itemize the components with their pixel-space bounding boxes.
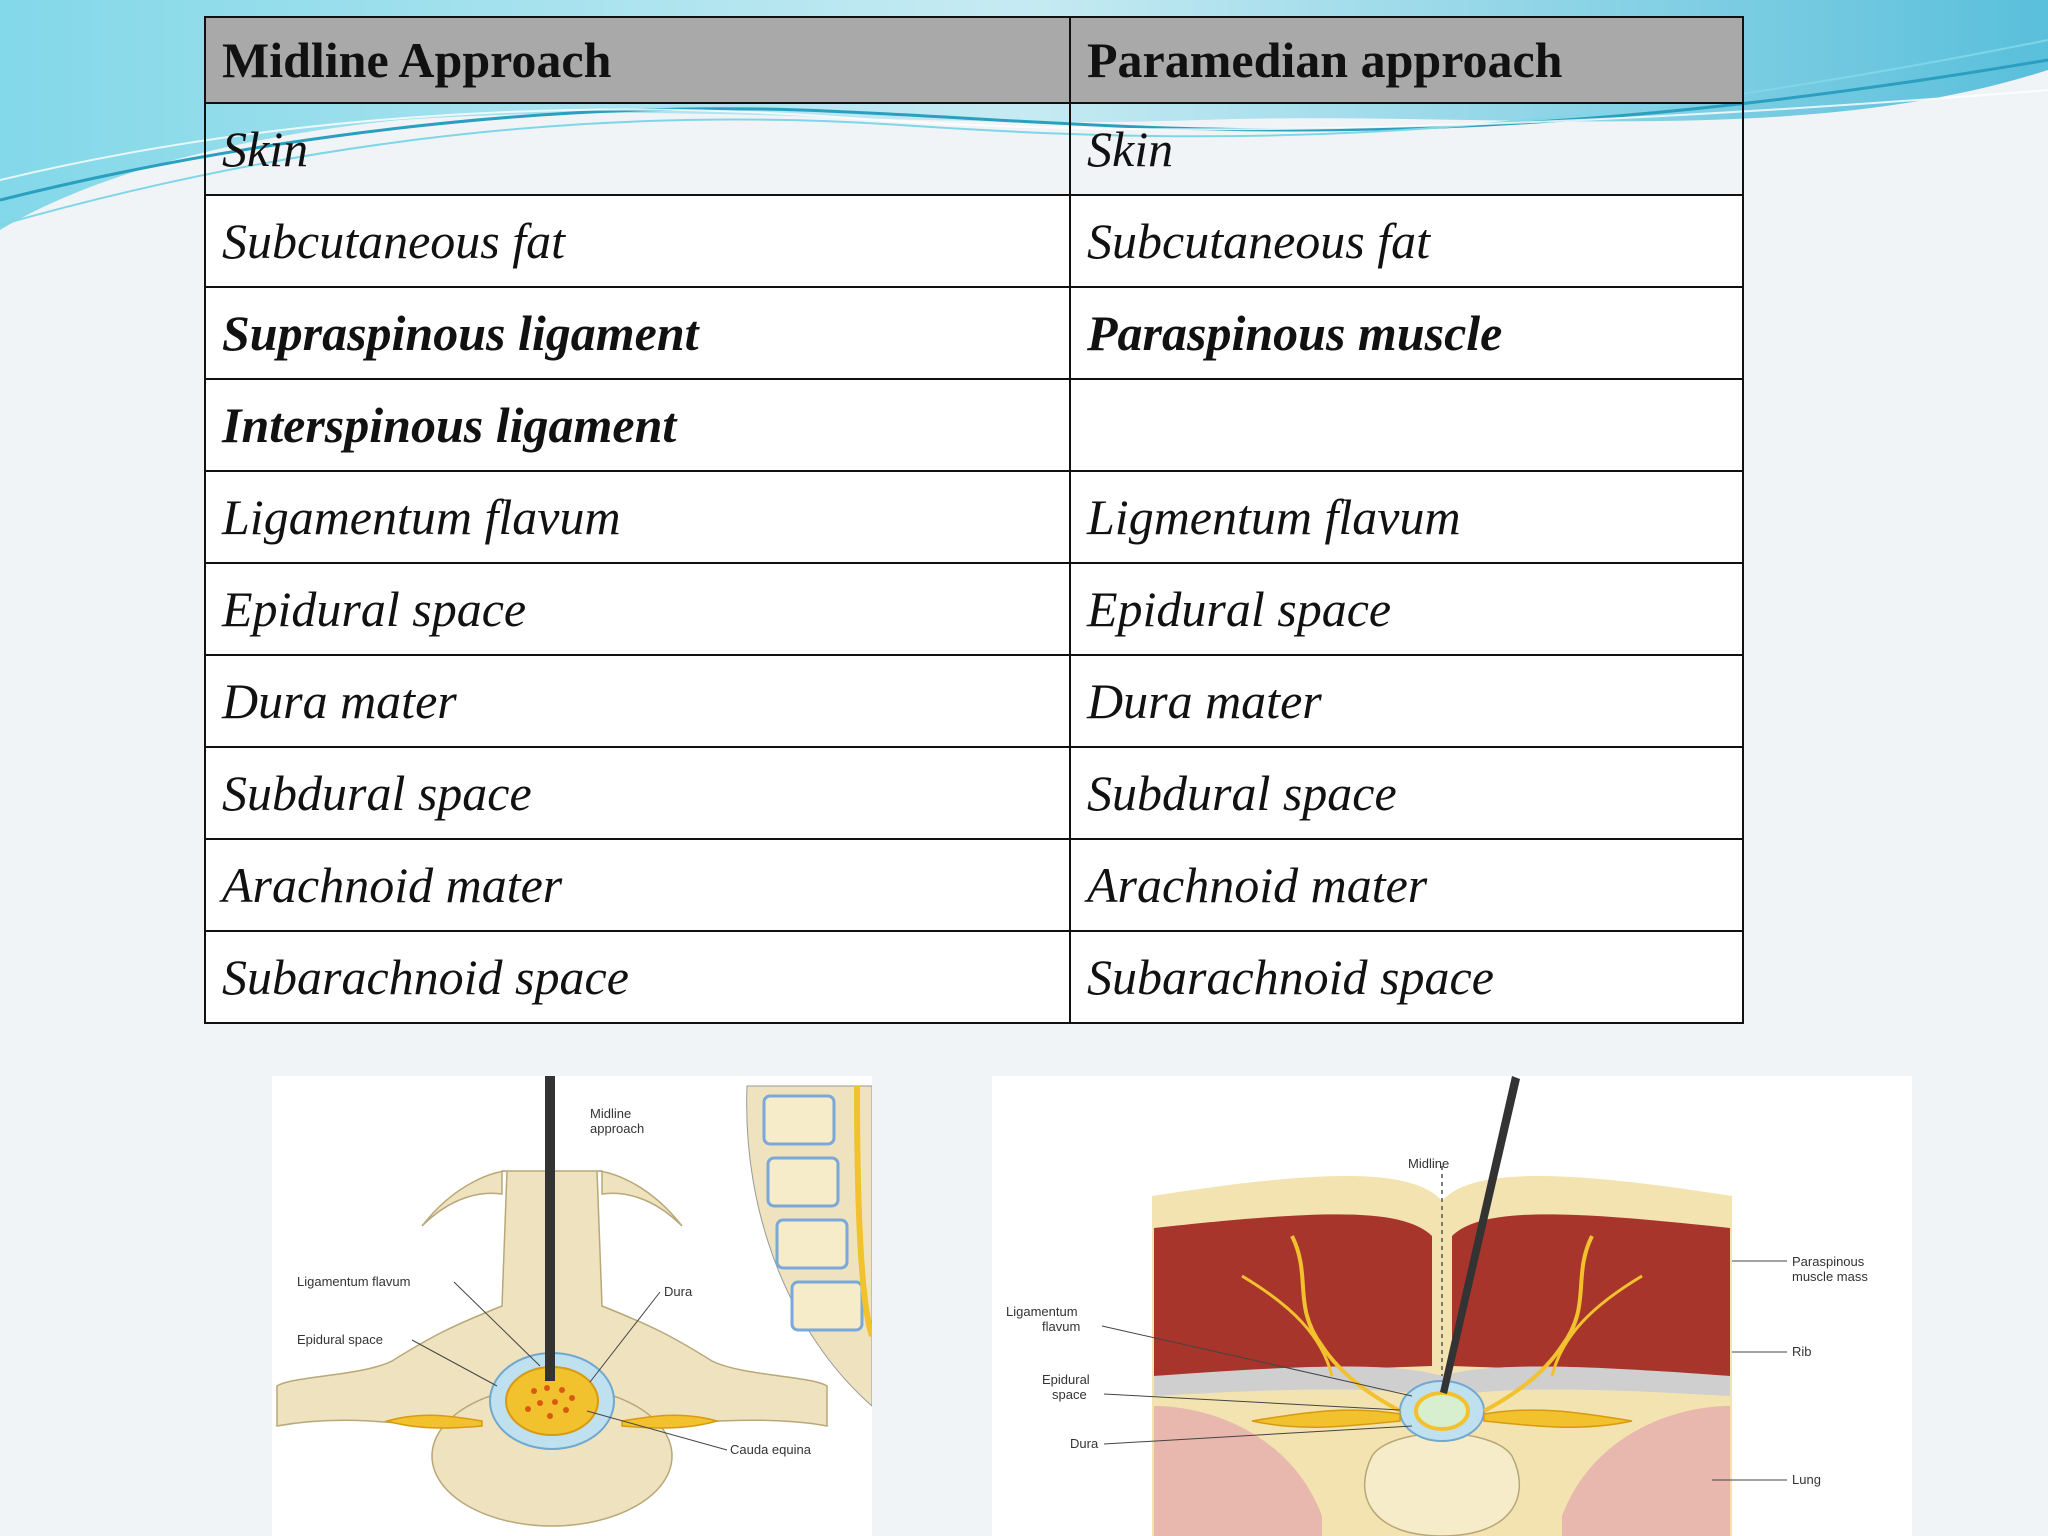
paramedian-approach-illustration: Midline Paraspinous muscle mass Rib Lung… [992,1076,1912,1536]
spinal-needle [545,1076,555,1381]
paramedian-cell: Subdural space [1069,746,1744,840]
label-epidural-space: Epidural space [297,1332,383,1347]
label-epidural-2: space [1052,1387,1087,1402]
paramedian-cell: Skin [1069,102,1744,196]
paramedian-cell: Subarachnoid space [1069,930,1744,1024]
midline-cell: Subarachnoid space [204,930,1071,1024]
label-midline: Midline [1408,1156,1449,1171]
table-row: Epidural space Epidural space [204,562,1744,656]
label-lung: Lung [1792,1472,1821,1487]
spinal-needle [1440,1076,1520,1394]
label-midline-approach-1: Midline [590,1106,631,1121]
paramedian-cell: Paraspinous muscle [1069,286,1744,380]
cross-section [1152,1166,1732,1536]
label-dura: Dura [1070,1436,1099,1451]
paramedian-cell: Arachnoid mater [1069,838,1744,932]
table-row: Skin Skin [204,102,1744,196]
table-row: Subdural space Subdural space [204,746,1744,840]
label-rib: Rib [1792,1344,1812,1359]
paramedian-cell: Subcutaneous fat [1069,194,1744,288]
paramedian-cell: Dura mater [1069,654,1744,748]
midline-cell: Ligamentum flavum [204,470,1071,564]
approach-comparison-table: Midline Approach Paramedian approach Ski… [204,16,1744,1024]
label-paraspinous-2: muscle mass [1792,1269,1868,1284]
table-row: Arachnoid mater Arachnoid mater [204,838,1744,932]
label-paraspinous-1: Paraspinous [1792,1254,1865,1269]
header-midline: Midline Approach [204,16,1071,104]
label-dura: Dura [664,1284,693,1299]
header-paramedian: Paramedian approach [1069,16,1744,104]
table-row: Subarachnoid space Subarachnoid space [204,930,1744,1024]
table-header-row: Midline Approach Paramedian approach [204,16,1744,104]
midline-cell: Supraspinous ligament [204,286,1071,380]
paramedian-cell [1069,378,1744,472]
label-ligamentum-flavum: Ligamentum flavum [297,1274,410,1289]
midline-cell: Subcutaneous fat [204,194,1071,288]
table-row: Subcutaneous fat Subcutaneous fat [204,194,1744,288]
label-cauda-equina: Cauda equina [730,1442,812,1457]
label-midline-approach-2: approach [590,1121,644,1136]
table-row: Dura mater Dura mater [204,654,1744,748]
lateral-spine-view [746,1085,872,1407]
paramedian-cell: Ligmentum flavum [1069,470,1744,564]
paramedian-cell: Epidural space [1069,562,1744,656]
midline-approach-illustration: Midline approach Ligamentum flavum Epidu… [272,1076,872,1536]
midline-cell: Interspinous ligament [204,378,1071,472]
midline-cell: Subdural space [204,746,1071,840]
midline-cell: Dura mater [204,654,1071,748]
table-row: Ligamentum flavum Ligmentum flavum [204,470,1744,564]
table-row: Interspinous ligament [204,378,1744,472]
label-ligamentum-2: flavum [1042,1319,1080,1334]
label-ligamentum-1: Ligamentum [1006,1304,1078,1319]
midline-cell: Epidural space [204,562,1071,656]
midline-cell: Arachnoid mater [204,838,1071,932]
label-epidural-1: Epidural [1042,1372,1090,1387]
table-row: Supraspinous ligament Paraspinous muscle [204,286,1744,380]
midline-cell: Skin [204,102,1071,196]
